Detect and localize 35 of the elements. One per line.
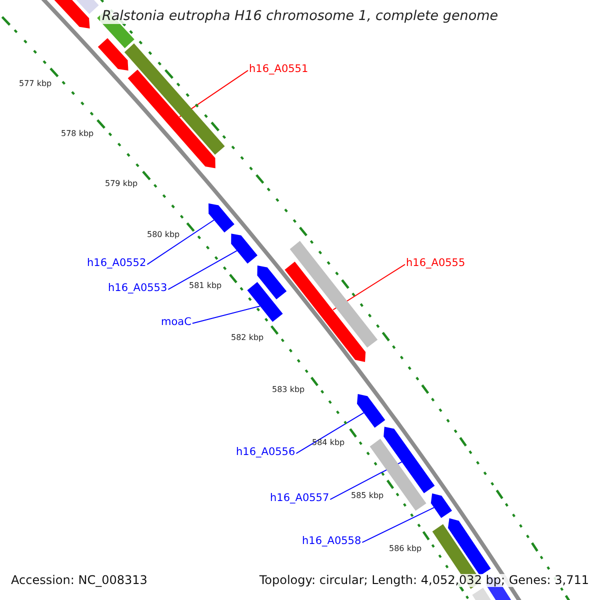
leader-line (332, 264, 406, 310)
genome-info-text: Topology: circular; Length: 4,052,032 bp; Genes: 3,711 (257, 574, 591, 588)
gene-label: moaC (161, 317, 192, 329)
leader-line (362, 507, 434, 543)
gene-label: h16_A0557 (270, 493, 330, 505)
scale-label: 578 kbp (61, 130, 94, 139)
scale-label: 586 kbp (389, 545, 422, 554)
scale-label: 582 kbp (231, 334, 264, 343)
gene-label: h16_A0558 (302, 536, 362, 548)
gene-feature (430, 493, 452, 518)
scale-label: 585 kbp (351, 492, 384, 501)
leader-line (146, 220, 214, 265)
gene-feature (231, 234, 258, 264)
scale-label: 579 kbp (105, 180, 138, 189)
gene-feature (284, 262, 366, 362)
gene-feature (357, 394, 386, 428)
leader-line (192, 306, 260, 324)
scale-label: 584 kbp (312, 439, 345, 448)
scale-label: 577 kbp (19, 80, 52, 89)
gene-feature (370, 438, 426, 511)
map-title: Ralstonia eutropha H16 chromosome 1, complete genome (100, 9, 500, 24)
accession-text: Accession: NC_008313 (9, 574, 150, 588)
gene-feature (384, 426, 435, 494)
leader-line (168, 250, 238, 290)
scale-label: 583 kbp (272, 386, 305, 395)
gene-label: h16_A0555 (406, 258, 466, 270)
gene-feature (208, 203, 234, 232)
gene-label: h16_A0552 (87, 258, 146, 270)
leader-line (296, 412, 364, 454)
gene-label: h16_A0553 (108, 283, 168, 295)
scale-label: 580 kbp (147, 231, 180, 240)
scale-label: 581 kbp (189, 282, 222, 291)
gene-feature (128, 70, 216, 168)
gene-label: h16_A0556 (236, 447, 296, 459)
gene-label: h16_A0551 (249, 64, 308, 76)
